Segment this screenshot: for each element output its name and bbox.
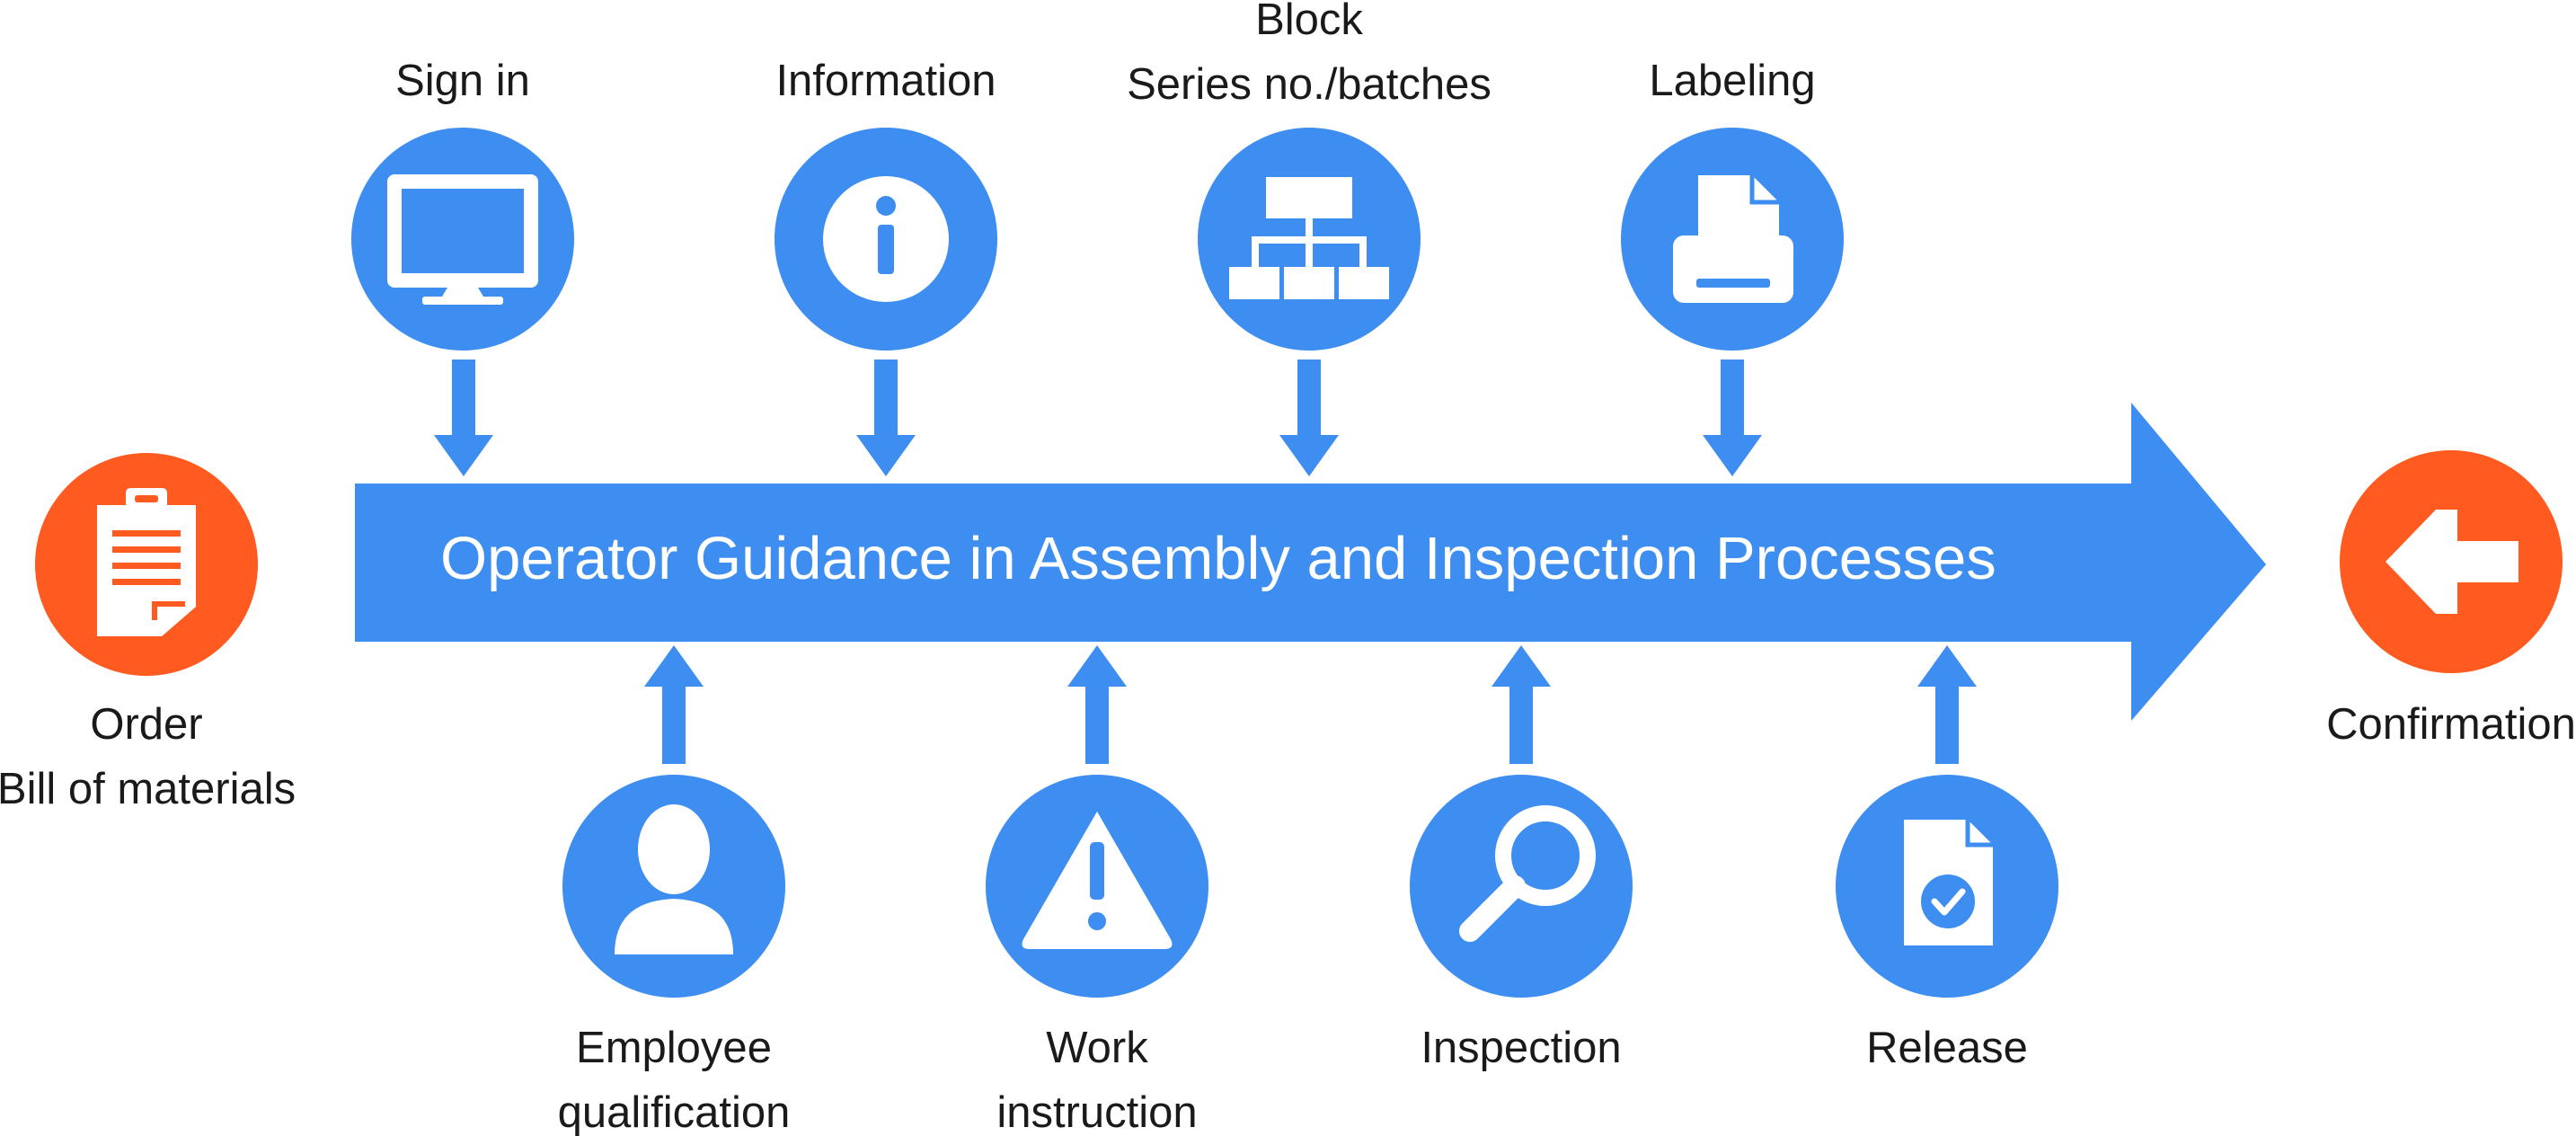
- top-step-label-line-1: Labeling: [1649, 57, 1816, 105]
- diagram-title: Operator Guidance in Assembly and Inspec…: [440, 525, 1996, 592]
- monitor-icon: [387, 174, 538, 305]
- bottom-step-label-line-1: Inspection: [1421, 1024, 1622, 1072]
- top-step-label-line-1: Block: [1255, 0, 1363, 44]
- top-step-block-series: [1198, 128, 1421, 476]
- main-process-arrow: [355, 403, 2266, 721]
- top-step-information: [775, 128, 997, 476]
- bottom-step-label-line-2: instruction: [996, 1088, 1198, 1137]
- top-step-label-line-2: Series no./batches: [1127, 60, 1492, 109]
- bottom-step-work-instruction: [986, 645, 1208, 998]
- start-label-line-2: Bill of materials: [0, 765, 297, 813]
- up-connector-arrow: [1492, 645, 1551, 764]
- bottom-step-employee-qualification: [562, 645, 785, 998]
- top-step-sign-in: [351, 128, 574, 476]
- top-step-label: Labeling: [1649, 49, 1815, 113]
- arrow-left-icon: [2386, 510, 2518, 614]
- top-step-label-line-1: Sign in: [395, 57, 530, 105]
- end-node: [2340, 450, 2563, 673]
- end-label: Confirmation: [2326, 692, 2576, 757]
- top-step-labeling: [1621, 128, 1844, 476]
- top-step-label: Sign in: [395, 49, 530, 113]
- up-connector-arrow: [644, 645, 704, 764]
- down-connector-arrow: [1703, 359, 1762, 476]
- bottom-step-label-line-1: Release: [1866, 1024, 2028, 1072]
- bottom-step-label: Work instruction: [996, 1016, 1197, 1145]
- up-connector-arrow: [1067, 645, 1127, 764]
- bottom-step-label: Release: [1866, 1016, 2028, 1080]
- document-check-icon: [1904, 820, 1993, 945]
- hierarchy-icon: [1229, 177, 1389, 299]
- magnifier-icon: [1459, 805, 1596, 942]
- bottom-step-release: [1836, 645, 2058, 998]
- top-step-label-line-1: Information: [775, 57, 996, 105]
- warning-icon: [1022, 812, 1173, 949]
- bottom-step-label-line-1: Work: [1046, 1024, 1148, 1072]
- clipboard-icon: [97, 488, 196, 636]
- start-label-line-1: Order: [90, 700, 203, 749]
- down-connector-arrow: [1279, 359, 1339, 476]
- info-icon: [823, 176, 949, 302]
- start-label: Order Bill of materials: [0, 692, 296, 821]
- top-step-label: Information: [775, 49, 996, 113]
- bottom-step-label: Employee qualification: [558, 1016, 791, 1145]
- bottom-step-label-line-2: qualification: [557, 1088, 791, 1137]
- bottom-step-label: Inspection: [1421, 1016, 1621, 1080]
- bottom-step-inspection: [1410, 645, 1633, 998]
- up-connector-arrow: [1917, 645, 1977, 764]
- bottom-step-label-line-1: Employee: [576, 1024, 772, 1072]
- user-icon: [615, 804, 733, 954]
- printer-icon: [1673, 175, 1793, 303]
- start-node: [35, 453, 258, 676]
- top-step-label: Block Series no./batches: [1127, 0, 1492, 117]
- end-label-line-1: Confirmation: [2326, 700, 2576, 749]
- down-connector-arrow: [434, 359, 493, 476]
- down-connector-arrow: [856, 359, 916, 476]
